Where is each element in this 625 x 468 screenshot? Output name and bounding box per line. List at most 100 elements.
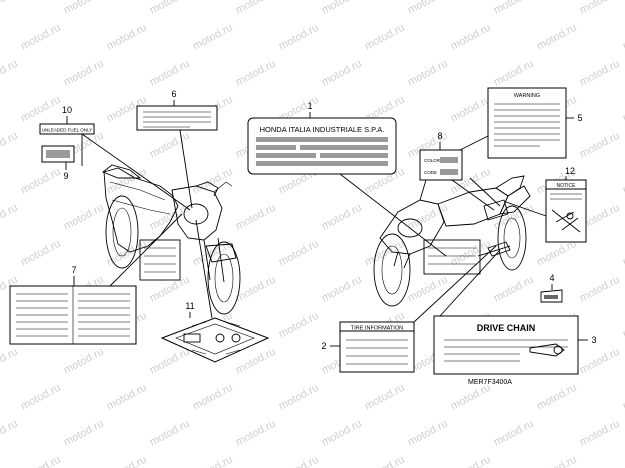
callout-2: 2 (321, 341, 326, 351)
leader-lines (65, 100, 588, 347)
watermark-text: motod.ru (19, 454, 63, 468)
callout-3: 3 (591, 335, 596, 345)
watermark-text: motod.ru (19, 166, 63, 197)
watermark-text: motod.ru (234, 418, 278, 449)
callout-7: 7 (71, 265, 76, 275)
watermark-text: motod.ru (621, 94, 625, 125)
watermark-text: motod.ru (234, 202, 278, 233)
watermark-text: motod.ru (0, 130, 20, 161)
watermark-text: motod.ru (62, 418, 106, 449)
watermark-text: motod.ru (449, 382, 493, 413)
watermark-text: motod.ru (621, 310, 625, 341)
label-11-diamond (160, 317, 270, 363)
watermark-text: motod.ru (148, 130, 192, 161)
warning-title: WARNING (514, 93, 540, 99)
motorcycle-left (102, 164, 241, 315)
watermark-text: motod.ru (277, 454, 321, 468)
notice-title: NOTICE (557, 183, 577, 189)
watermark-text: motod.ru (621, 238, 625, 269)
watermark-text: motod.ru (578, 418, 622, 449)
watermark-text: motod.ru (621, 166, 625, 197)
label-2-tire-info: TIRE INFORMATION (339, 321, 415, 373)
watermark-text: motod.ru (148, 418, 192, 449)
watermark-text: motod.ru (449, 22, 493, 53)
watermark-text: motod.ru (535, 382, 579, 413)
watermark-text: motod.ru (535, 22, 579, 53)
watermark-text: motod.ru (320, 274, 364, 305)
label-6 (136, 105, 218, 131)
color-text: COLOR (424, 158, 441, 163)
watermark-text: motod.ru (62, 58, 106, 89)
label-7 (9, 285, 137, 345)
watermark-text: motod.ru (320, 418, 364, 449)
label-1-plate: HONDA ITALIA INDUSTRIALE S.P.A. (247, 117, 397, 175)
label-4-tag (540, 289, 563, 303)
watermark-text: motod.ru (621, 454, 625, 468)
watermark-text: motod.ru (234, 0, 278, 17)
watermark-text: motod.ru (578, 130, 622, 161)
watermark-text: motod.ru (406, 0, 450, 17)
callout-1: 1 (307, 101, 312, 111)
motorcycle-right (373, 175, 531, 307)
watermark-text: motod.ru (148, 346, 192, 377)
watermark-text: motod.ru (363, 454, 407, 468)
label-3-drive-chain: DRIVE CHAIN (433, 315, 579, 375)
watermark-text: motod.ru (320, 202, 364, 233)
watermark-text: motod.ru (191, 454, 235, 468)
callout-9: 9 (63, 171, 68, 181)
watermark-text: motod.ru (0, 58, 20, 89)
watermark-text: motod.ru (191, 382, 235, 413)
watermark-text: motod.ru (449, 94, 493, 125)
watermark-text: motod.ru (234, 58, 278, 89)
callout-numbers: 1 2 3 4 5 6 7 8 9 10 11 12 (62, 89, 597, 351)
callout-8: 8 (437, 131, 442, 141)
watermark-text: motod.ru (492, 58, 536, 89)
watermark-text: motod.ru (105, 238, 149, 269)
watermark-text: motod.ru (621, 22, 625, 53)
watermark-text: motod.ru (363, 382, 407, 413)
label-9 (41, 145, 75, 163)
watermark-text: motod.ru (406, 418, 450, 449)
watermark-text: motod.ru (578, 274, 622, 305)
watermark-text: motod.ru (62, 202, 106, 233)
diagram-code: MER7F3400A (468, 379, 512, 386)
watermark-text: motod.ru (0, 202, 20, 233)
label-8-color-code: COLOR CODE (419, 149, 463, 181)
callout-10: 10 (62, 105, 72, 115)
watermark-text: motod.ru (492, 418, 536, 449)
watermark-text: motod.ru (406, 274, 450, 305)
watermark-text: motod.ru (277, 310, 321, 341)
label-5-warning: WARNING (487, 87, 567, 159)
drive-chain-title: DRIVE CHAIN (477, 323, 536, 333)
watermark-text: motod.ru (277, 22, 321, 53)
watermark-text: motod.ru (578, 346, 622, 377)
watermark-text: motod.ru (578, 0, 622, 17)
watermark-text: motod.ru (19, 22, 63, 53)
callout-5: 5 (577, 113, 582, 123)
watermark-text: motod.ru (277, 238, 321, 269)
watermark-text: motod.ru (0, 346, 20, 377)
watermark-text: motod.ru (449, 454, 493, 468)
callout-4: 4 (549, 273, 554, 283)
watermark-text: motod.ru (19, 382, 63, 413)
watermark-text: motod.ru (62, 346, 106, 377)
watermark-text: motod.ru (277, 382, 321, 413)
label-10-fuel: UNLEADED FUEL ONLY (39, 123, 95, 135)
callout-11: 11 (185, 301, 194, 311)
watermark-text: motod.ru (148, 0, 192, 17)
watermark-text: motod.ru (320, 0, 364, 17)
watermark-text: motod.ru (0, 418, 20, 449)
watermark-text: motod.ru (105, 382, 149, 413)
fuel-text: UNLEADED FUEL ONLY (42, 128, 92, 133)
watermark-text: motod.ru (492, 0, 536, 17)
watermark-text: motod.ru (105, 454, 149, 468)
watermark-text: motod.ru (320, 58, 364, 89)
watermark-text: motod.ru (492, 274, 536, 305)
callout-6: 6 (171, 89, 176, 99)
watermark-text: motod.ru (363, 22, 407, 53)
watermark-text: motod.ru (535, 454, 579, 468)
code-text: CODE (424, 170, 437, 175)
label-12-notice: NOTICE (545, 179, 587, 243)
